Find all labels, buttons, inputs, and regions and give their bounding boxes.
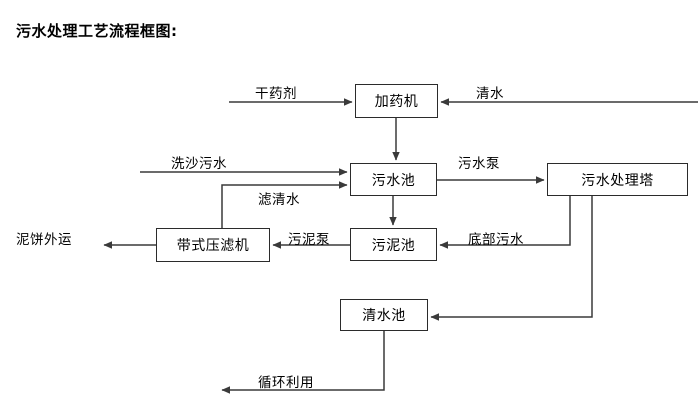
node-clearwater-pool[interactable]: 清水池 bbox=[340, 299, 428, 331]
connector-tower-to-sludge-pool bbox=[439, 196, 571, 249]
connector-tower-to-clearwater-pool bbox=[430, 196, 593, 321]
node-label: 污水处理塔 bbox=[581, 172, 654, 189]
node-label: 加药机 bbox=[374, 94, 419, 110]
node-label: 污水池 bbox=[371, 172, 416, 189]
node-sewage-pool[interactable]: 污水池 bbox=[350, 163, 437, 196]
edge-label-sludge-pump: 污泥泵 bbox=[288, 232, 330, 248]
edge-label-clean-water: 清水 bbox=[476, 86, 504, 102]
terminal-label-mud-cake-out: 泥饼外运 bbox=[16, 232, 72, 248]
node-treatment-tower[interactable]: 污水处理塔 bbox=[547, 163, 688, 196]
connector-clearwater-pool-to-recycle bbox=[221, 331, 385, 394]
edge-label-sand-wash-sewage: 洗沙污水 bbox=[171, 156, 227, 172]
edge-label-sewage-pump: 污水泵 bbox=[458, 156, 500, 172]
edge-label-filtrate-water: 滤清水 bbox=[258, 192, 300, 208]
node-label: 污泥池 bbox=[371, 237, 416, 254]
node-label: 清水池 bbox=[362, 308, 406, 324]
node-belt-press[interactable]: 带式压滤机 bbox=[156, 228, 270, 262]
edge-label-dry-agent: 干药剂 bbox=[255, 86, 297, 102]
connector-filtrate-to-sewage-pool bbox=[221, 181, 348, 228]
node-dosing-machine[interactable]: 加药机 bbox=[355, 84, 438, 118]
page-title: 污水处理工艺流程框图: bbox=[16, 22, 178, 40]
edge-label-bottom-sewage: 底部污水 bbox=[468, 232, 524, 248]
edge-label-recycle-use: 循环利用 bbox=[258, 375, 314, 391]
node-label: 带式压滤机 bbox=[176, 238, 250, 254]
node-sludge-pool[interactable]: 污泥池 bbox=[350, 228, 437, 261]
